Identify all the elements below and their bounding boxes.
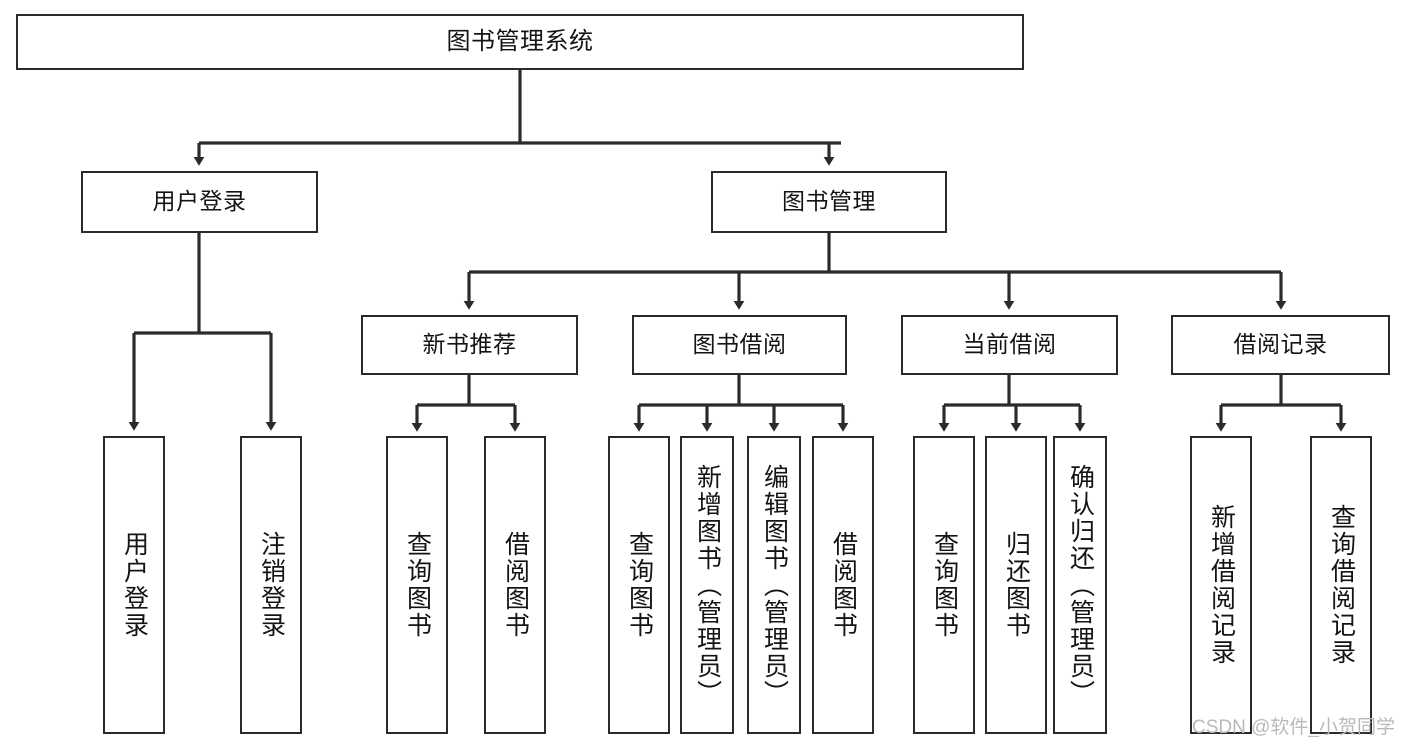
node-leaf-borrow-book-1[interactable]: 借阅图书 <box>484 436 546 734</box>
node-leaf-borrow-book-1-label: 借阅图书 <box>501 531 530 639</box>
node-user-login[interactable]: 用户登录 <box>81 171 318 233</box>
node-leaf-confirm-return-label: 确认归还（管理员） <box>1066 463 1095 707</box>
node-borrow-record-label: 借阅记录 <box>1233 331 1328 358</box>
node-book-manage[interactable]: 图书管理 <box>711 171 947 233</box>
node-leaf-borrow-book-2-label: 借阅图书 <box>829 531 858 639</box>
node-leaf-edit-book-label: 编辑图书（管理员） <box>760 463 789 707</box>
node-root-label: 图书管理系统 <box>446 27 594 55</box>
node-leaf-edit-book[interactable]: 编辑图书（管理员） <box>747 436 801 734</box>
node-leaf-return-book[interactable]: 归还图书 <box>985 436 1047 734</box>
node-leaf-add-book-label: 新增图书（管理员） <box>693 463 722 707</box>
node-leaf-borrow-book-2[interactable]: 借阅图书 <box>812 436 874 734</box>
node-leaf-add-record[interactable]: 新增借阅记录 <box>1190 436 1252 734</box>
node-leaf-query-book-3-label: 查询图书 <box>930 531 959 639</box>
node-leaf-add-record-label: 新增借阅记录 <box>1207 504 1236 666</box>
node-leaf-query-book-2[interactable]: 查询图书 <box>608 436 670 734</box>
node-leaf-add-book[interactable]: 新增图书（管理员） <box>680 436 734 734</box>
node-leaf-query-record-label: 查询借阅记录 <box>1327 504 1356 666</box>
node-book-manage-label: 图书管理 <box>782 188 876 215</box>
csdn-watermark: CSDN @软件_小贺同学 <box>1192 717 1395 738</box>
node-book-borrow[interactable]: 图书借阅 <box>632 315 847 375</box>
node-leaf-query-book-3[interactable]: 查询图书 <box>913 436 975 734</box>
node-root[interactable]: 图书管理系统 <box>16 14 1024 70</box>
node-current-borrow[interactable]: 当前借阅 <box>901 315 1118 375</box>
node-leaf-user-login[interactable]: 用户登录 <box>103 436 165 734</box>
node-leaf-return-book-label: 归还图书 <box>1002 531 1031 639</box>
node-current-borrow-label: 当前借阅 <box>962 331 1057 358</box>
node-new-book-recommend[interactable]: 新书推荐 <box>361 315 578 375</box>
node-leaf-logout[interactable]: 注销登录 <box>240 436 302 734</box>
node-leaf-query-book-2-label: 查询图书 <box>625 531 654 639</box>
node-new-book-recommend-label: 新书推荐 <box>422 331 517 358</box>
node-user-login-label: 用户登录 <box>152 188 247 215</box>
node-book-borrow-label: 图书借阅 <box>692 331 787 358</box>
node-leaf-confirm-return[interactable]: 确认归还（管理员） <box>1053 436 1107 734</box>
node-leaf-logout-label: 注销登录 <box>257 531 286 639</box>
node-leaf-query-book-1[interactable]: 查询图书 <box>386 436 448 734</box>
node-leaf-query-record[interactable]: 查询借阅记录 <box>1310 436 1372 734</box>
node-leaf-query-book-1-label: 查询图书 <box>403 531 432 639</box>
node-borrow-record[interactable]: 借阅记录 <box>1171 315 1390 375</box>
node-leaf-user-login-label: 用户登录 <box>120 531 149 639</box>
